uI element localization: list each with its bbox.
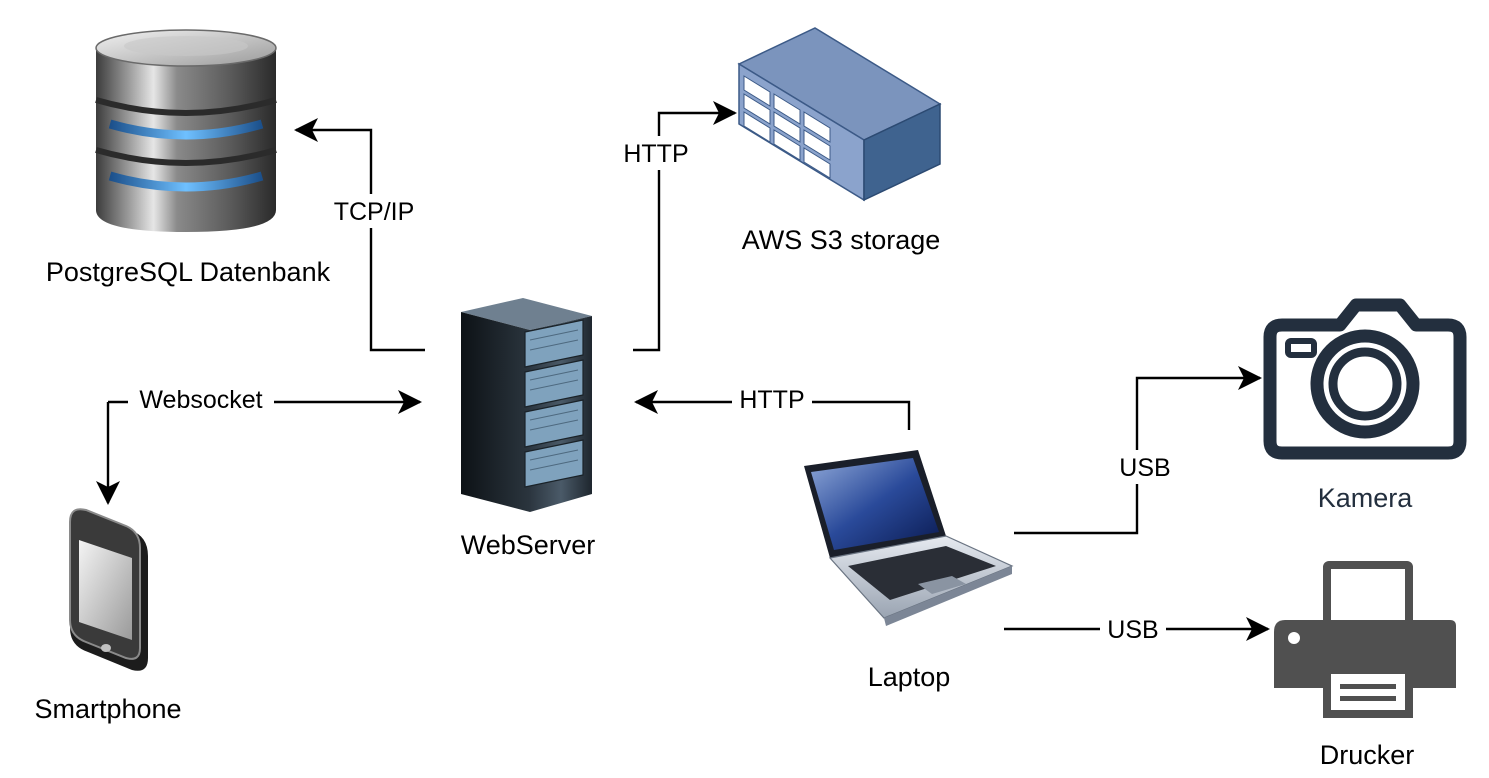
smartphone-node: Smartphone — [34, 508, 182, 724]
database-label: PostgreSQL Datenbank — [46, 257, 331, 287]
edge-server-db: TCP/IP — [294, 118, 425, 352]
smartphone-icon — [69, 508, 148, 671]
printer-label: Drucker — [1320, 740, 1415, 770]
laptop-label: Laptop — [868, 662, 951, 692]
edge-label-usb-printer: USB — [1107, 616, 1158, 644]
edge-server-phone: Websocket — [96, 384, 422, 505]
laptop-node: Laptop — [804, 450, 1014, 692]
database-node: PostgreSQL Datenbank — [46, 29, 331, 287]
edge-laptop-server: HTTP — [634, 384, 911, 430]
printer-icon — [1274, 561, 1456, 718]
edge-laptop-camera: USB — [1014, 366, 1262, 535]
edge-label-http-s3: HTTP — [623, 140, 688, 168]
edge-laptop-printer: USB — [1004, 612, 1270, 646]
edge-label-websocket: Websocket — [139, 386, 262, 414]
webserver-label: WebServer — [461, 530, 596, 560]
camera-icon — [1263, 298, 1467, 460]
database-icon — [95, 29, 277, 232]
edge-label-tcpip: TCP/IP — [334, 198, 415, 226]
s3-label: AWS S3 storage — [742, 225, 941, 255]
laptop-icon — [804, 450, 1014, 626]
edge-server-s3: HTTP — [610, 101, 737, 352]
s3-node: AWS S3 storage — [737, 27, 942, 255]
webserver-node: WebServer — [461, 298, 596, 560]
smartphone-label: Smartphone — [34, 694, 181, 724]
camera-node: Kamera — [1263, 298, 1467, 513]
storage-icon — [737, 27, 942, 202]
camera-label: Kamera — [1318, 483, 1414, 513]
edge-label-http-laptop: HTTP — [739, 386, 804, 414]
printer-node: Drucker — [1274, 561, 1456, 770]
server-rack-icon — [461, 298, 592, 512]
edge-label-usb-camera: USB — [1119, 454, 1170, 482]
